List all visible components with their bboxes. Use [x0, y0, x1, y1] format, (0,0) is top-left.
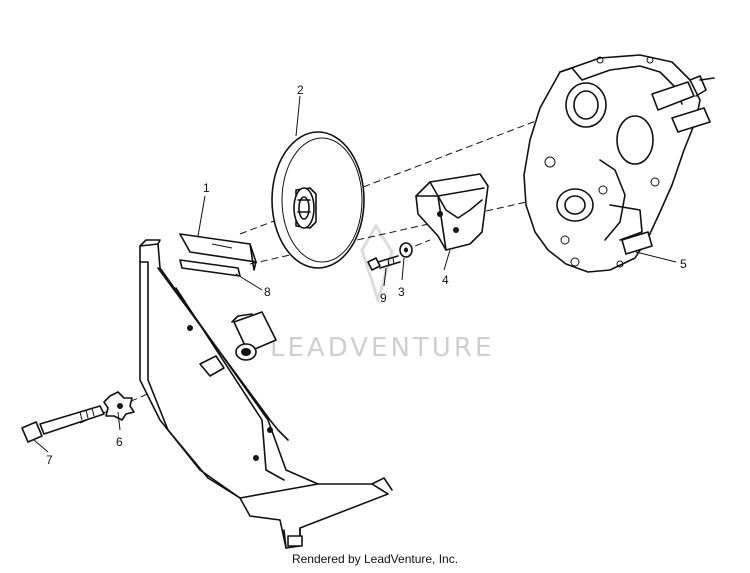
watermark-text: LEADVENTURE	[270, 333, 494, 363]
callout-labels: 1 2 3 4 5 6 7 8 9	[46, 83, 687, 467]
callout-3: 3	[398, 285, 405, 299]
callout-4: 4	[442, 273, 449, 287]
footer-credit: Rendered by LeadVenture, Inc.	[291, 552, 459, 566]
callout-9: 9	[380, 291, 387, 305]
bracket-block	[415, 173, 489, 251]
star-nut	[103, 391, 135, 421]
washer	[399, 242, 413, 258]
callout-7: 7	[46, 453, 53, 467]
angle-plate	[179, 233, 257, 271]
callout-2: 2	[297, 83, 304, 97]
gear-case-housing	[523, 54, 715, 273]
small-bolt	[367, 255, 401, 271]
watermark: LEADVENTURE	[270, 223, 494, 363]
callout-5: 5	[680, 257, 687, 271]
callout-1: 1	[203, 181, 210, 195]
long-bolt	[21, 405, 105, 443]
callout-6: 6	[116, 435, 123, 449]
drive-disc	[271, 131, 365, 269]
mounting-frame	[139, 239, 393, 549]
callout-8: 8	[264, 285, 271, 299]
spacer-strip	[179, 259, 241, 277]
leader-lines	[33, 95, 677, 453]
bearing-sleeve	[231, 311, 277, 361]
